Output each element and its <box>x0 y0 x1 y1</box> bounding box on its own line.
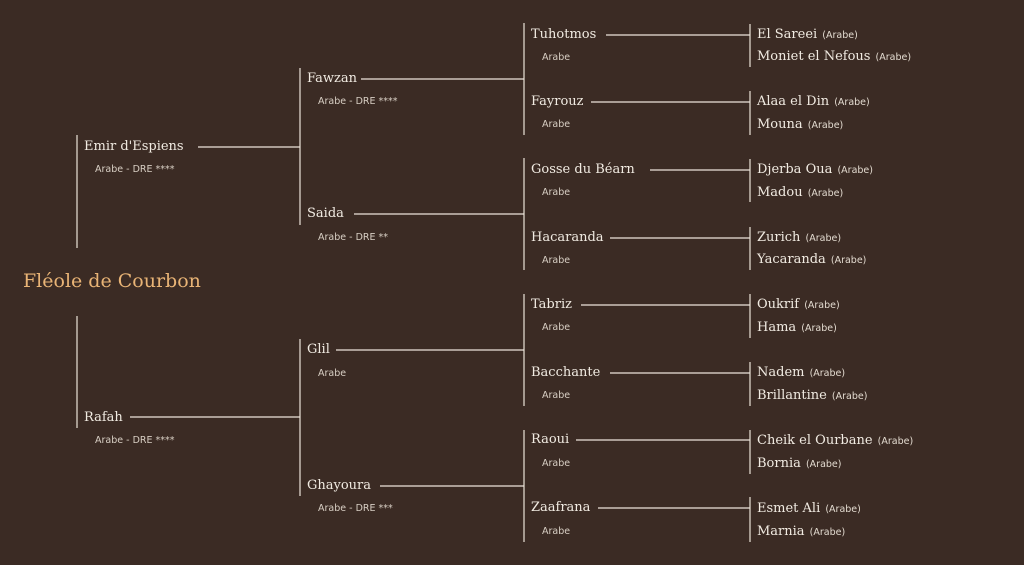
gen4-name[interactable]: El Sareei <box>757 27 817 42</box>
dam-sire-name[interactable]: Glil <box>307 342 330 357</box>
gen4-name[interactable]: Cheik el Ourbane <box>757 433 873 448</box>
gen4-name[interactable]: Brillantine <box>757 388 827 403</box>
gen4-entry[interactable]: Marnia (Arabe) <box>757 520 845 539</box>
dam-detail: Arabe - DRE **** <box>95 435 175 446</box>
gen4-breed: (Arabe) <box>808 120 844 131</box>
gen4-entry[interactable]: Mouna (Arabe) <box>757 113 843 132</box>
gen3-detail: Arabe <box>542 322 570 333</box>
gen3-name[interactable]: Bacchante <box>531 365 601 380</box>
gen4-name[interactable]: Oukrif <box>757 297 800 312</box>
gen4-breed: (Arabe) <box>804 300 840 311</box>
gen4-entry[interactable]: Alaa el Din (Arabe) <box>756 90 870 109</box>
gen4-breed: (Arabe) <box>837 165 873 176</box>
gen4-entry[interactable]: Bornia (Arabe) <box>757 452 841 471</box>
gen4-breed: (Arabe) <box>808 188 844 199</box>
gen4-breed: (Arabe) <box>825 504 861 515</box>
sire-name[interactable]: Emir d'Espiens <box>84 139 184 154</box>
gen3-name[interactable]: Zaafrana <box>531 500 591 515</box>
gen4-entry[interactable]: Nadem (Arabe) <box>757 361 845 380</box>
gen3-detail: Arabe <box>542 526 570 537</box>
gen4-entry[interactable]: Moniet el Nefous (Arabe) <box>757 45 911 64</box>
gen4-name[interactable]: Esmet Ali <box>757 501 820 516</box>
gen4-name[interactable]: Mouna <box>757 117 803 132</box>
gen4-breed: (Arabe) <box>806 459 842 470</box>
sire-sire-name[interactable]: Fawzan <box>307 71 358 86</box>
gen3-detail: Arabe <box>542 390 570 401</box>
sire-sire-detail: Arabe - DRE **** <box>318 96 398 107</box>
gen4-entry[interactable]: Cheik el Ourbane (Arabe) <box>757 429 913 448</box>
gen3-name[interactable]: Hacaranda <box>531 230 604 245</box>
sire-dam-name[interactable]: Saida <box>307 206 344 221</box>
gen4-breed: (Arabe) <box>834 97 870 108</box>
gen4-breed: (Arabe) <box>806 233 842 244</box>
gen4-name[interactable]: Zurich <box>757 230 801 245</box>
gen4-name[interactable]: Bornia <box>757 456 801 471</box>
sire-detail: Arabe - DRE **** <box>95 164 175 175</box>
gen4-breed: (Arabe) <box>878 436 914 447</box>
gen4-name[interactable]: Nadem <box>757 365 804 380</box>
dam-dam-detail: Arabe - DRE *** <box>318 503 393 514</box>
gen4-name[interactable]: Yacaranda <box>756 252 826 267</box>
gen4-name[interactable]: Moniet el Nefous <box>757 49 870 64</box>
gen4-entry[interactable]: Madou (Arabe) <box>757 181 843 200</box>
gen4-breed: (Arabe) <box>831 255 867 266</box>
root-horse-name[interactable]: Fléole de Courbon <box>23 270 201 292</box>
gen3-name[interactable]: Tabriz <box>531 297 572 312</box>
gen4-entry[interactable]: Yacaranda (Arabe) <box>756 248 866 267</box>
gen4-entry[interactable]: Djerba Oua (Arabe) <box>757 158 873 177</box>
dam-name[interactable]: Rafah <box>84 410 123 425</box>
gen4-breed: (Arabe) <box>832 391 868 402</box>
gen4-name[interactable]: Hama <box>757 320 796 335</box>
gen4-name[interactable]: Madou <box>757 185 803 200</box>
gen3-detail: Arabe <box>542 458 570 469</box>
gen4-breed: (Arabe) <box>810 368 846 379</box>
gen3-name[interactable]: Tuhotmos <box>531 27 596 42</box>
gen4-entry[interactable]: Hama (Arabe) <box>757 316 837 335</box>
gen4-breed: (Arabe) <box>810 527 846 538</box>
gen4-entry[interactable]: Oukrif (Arabe) <box>757 293 840 312</box>
gen4-breed: (Arabe) <box>801 323 837 334</box>
gen4-entry[interactable]: El Sareei (Arabe) <box>757 23 858 42</box>
gen3-name[interactable]: Gosse du Béarn <box>531 162 635 177</box>
gen4-breed: (Arabe) <box>876 52 912 63</box>
gen4-entry[interactable]: Esmet Ali (Arabe) <box>757 497 861 516</box>
gen3-detail: Arabe <box>542 255 570 266</box>
gen4-name[interactable]: Djerba Oua <box>757 162 833 177</box>
gen3-detail: Arabe <box>542 119 570 130</box>
sire-dam-detail: Arabe - DRE ** <box>318 232 388 243</box>
gen3-name[interactable]: Raoui <box>531 432 569 447</box>
dam-dam-name[interactable]: Ghayoura <box>307 478 371 493</box>
gen4-entry[interactable]: Brillantine (Arabe) <box>757 384 867 403</box>
gen3-detail: Arabe <box>542 52 570 63</box>
gen4-name[interactable]: Alaa el Din <box>756 94 830 109</box>
gen3-detail: Arabe <box>542 187 570 198</box>
connector-lines <box>76 23 751 542</box>
gen4-entry[interactable]: Zurich (Arabe) <box>757 226 841 245</box>
gen4-name[interactable]: Marnia <box>757 524 805 539</box>
gen3-name[interactable]: Fayrouz <box>531 94 584 109</box>
dam-sire-detail: Arabe <box>318 368 346 379</box>
gen4-breed: (Arabe) <box>822 30 858 41</box>
